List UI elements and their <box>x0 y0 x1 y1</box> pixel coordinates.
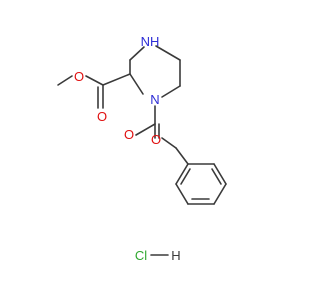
atom-oxygen-carbamate-ether: O <box>151 132 161 147</box>
bond <box>161 137 177 149</box>
bond <box>155 45 181 61</box>
bond <box>85 75 104 86</box>
bond <box>213 163 227 185</box>
atom-oxygen-ester-ether: O <box>74 69 84 84</box>
atom-chlorine: Cl <box>135 248 147 263</box>
bond <box>57 75 73 86</box>
atom-oxygen-carbamate-carbonyl: O <box>124 127 134 142</box>
bond <box>180 168 191 185</box>
atom-oxygen-ester-carbonyl: O <box>97 109 107 124</box>
nitrogen-symbol: N <box>141 34 150 49</box>
bond <box>135 123 156 136</box>
bond <box>129 46 145 61</box>
molecule-diagram: NH N O O O O Cl H <box>57 34 227 263</box>
atom-hydrogen: H <box>171 248 180 263</box>
bond <box>175 183 189 205</box>
bond <box>213 183 227 205</box>
bond <box>211 168 222 185</box>
bond <box>161 85 181 98</box>
bond <box>102 73 131 86</box>
atom-nitrogen-nh: NH <box>141 34 160 49</box>
bond <box>175 163 189 185</box>
bond <box>129 73 144 95</box>
hydrogen-symbol: H <box>150 34 159 49</box>
atom-nitrogen: N <box>150 92 159 107</box>
bond <box>175 147 189 165</box>
